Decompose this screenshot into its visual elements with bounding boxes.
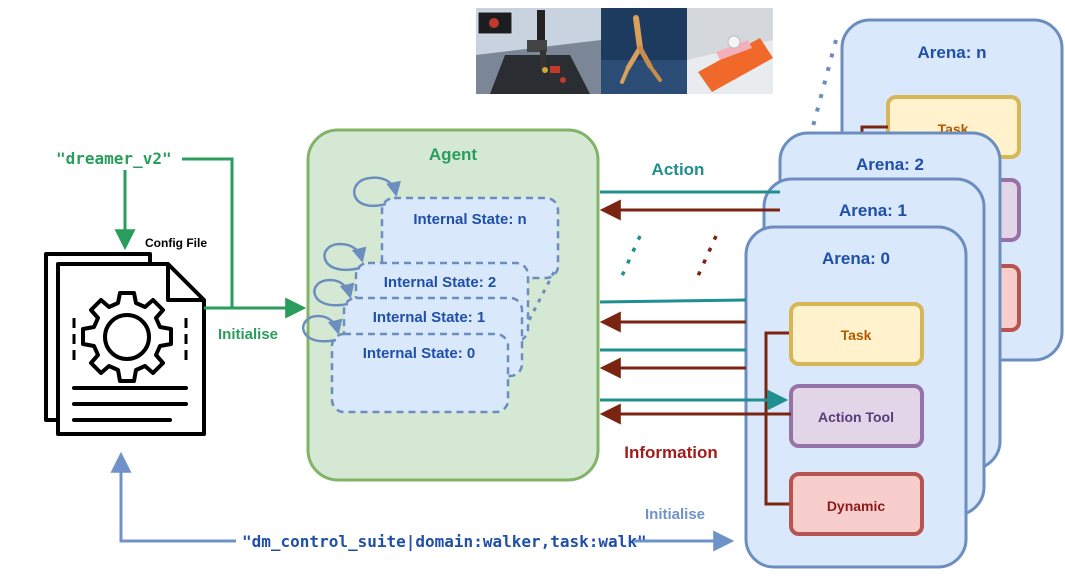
arena-0-component-link <box>764 331 792 506</box>
task-box: Task <box>789 302 924 366</box>
arena-ellipsis <box>810 39 838 131</box>
svg-text:Internal State: 0: Internal State: 0 <box>363 345 476 362</box>
action-tool-box: Action Tool <box>789 384 924 448</box>
svg-text:Arena: 0: Arena: 0 <box>822 249 890 268</box>
robot-arm-scene-thumbnail <box>476 8 601 94</box>
action-information-flows <box>599 190 791 425</box>
svg-text:Internal State: 1: Internal State: 1 <box>373 309 486 326</box>
svg-text:Internal State: n: Internal State: n <box>413 211 526 228</box>
env-config-to-file-arrow <box>110 451 236 543</box>
agent-config-name: "dreamer_v2" <box>56 149 172 168</box>
svg-text:Internal State: 2: Internal State: 2 <box>384 274 497 291</box>
svg-text:Arena: 1: Arena: 1 <box>839 201 907 220</box>
svg-text:Arena: n: Arena: n <box>918 43 987 62</box>
env-config-name: "dm_control_suite|domain:walker,task:wal… <box>242 532 647 552</box>
arena-0: Arena: 0 Task Action Tool Dynamic <box>744 225 968 569</box>
agent-title: Agent <box>429 145 478 164</box>
config-file-icon <box>44 252 206 436</box>
environment-thumbnails <box>476 8 773 94</box>
internal-state-0: Internal State: 0 <box>302 314 510 414</box>
state-ellipsis <box>522 271 556 331</box>
dynamic-box: Dynamic <box>789 472 924 536</box>
initialise-agent-label: Initialise <box>218 326 278 343</box>
svg-text:Dynamic: Dynamic <box>827 498 886 514</box>
walker-scene-thumbnail <box>601 8 687 94</box>
information-label: Information <box>624 443 718 462</box>
internal-state-n: Internal State: n <box>353 176 560 280</box>
config-file-label: Config File <box>145 236 207 250</box>
initialise-env-label: Initialise <box>645 506 705 523</box>
action-label: Action <box>652 160 705 179</box>
svg-text:Arena: 2: Arena: 2 <box>856 155 924 174</box>
svg-text:Task: Task <box>841 327 872 343</box>
gear-icon <box>81 291 173 383</box>
svg-text:Action Tool: Action Tool <box>818 409 894 425</box>
ball-on-plane-scene-thumbnail <box>687 8 773 94</box>
config-to-agent-arrow <box>182 157 307 319</box>
